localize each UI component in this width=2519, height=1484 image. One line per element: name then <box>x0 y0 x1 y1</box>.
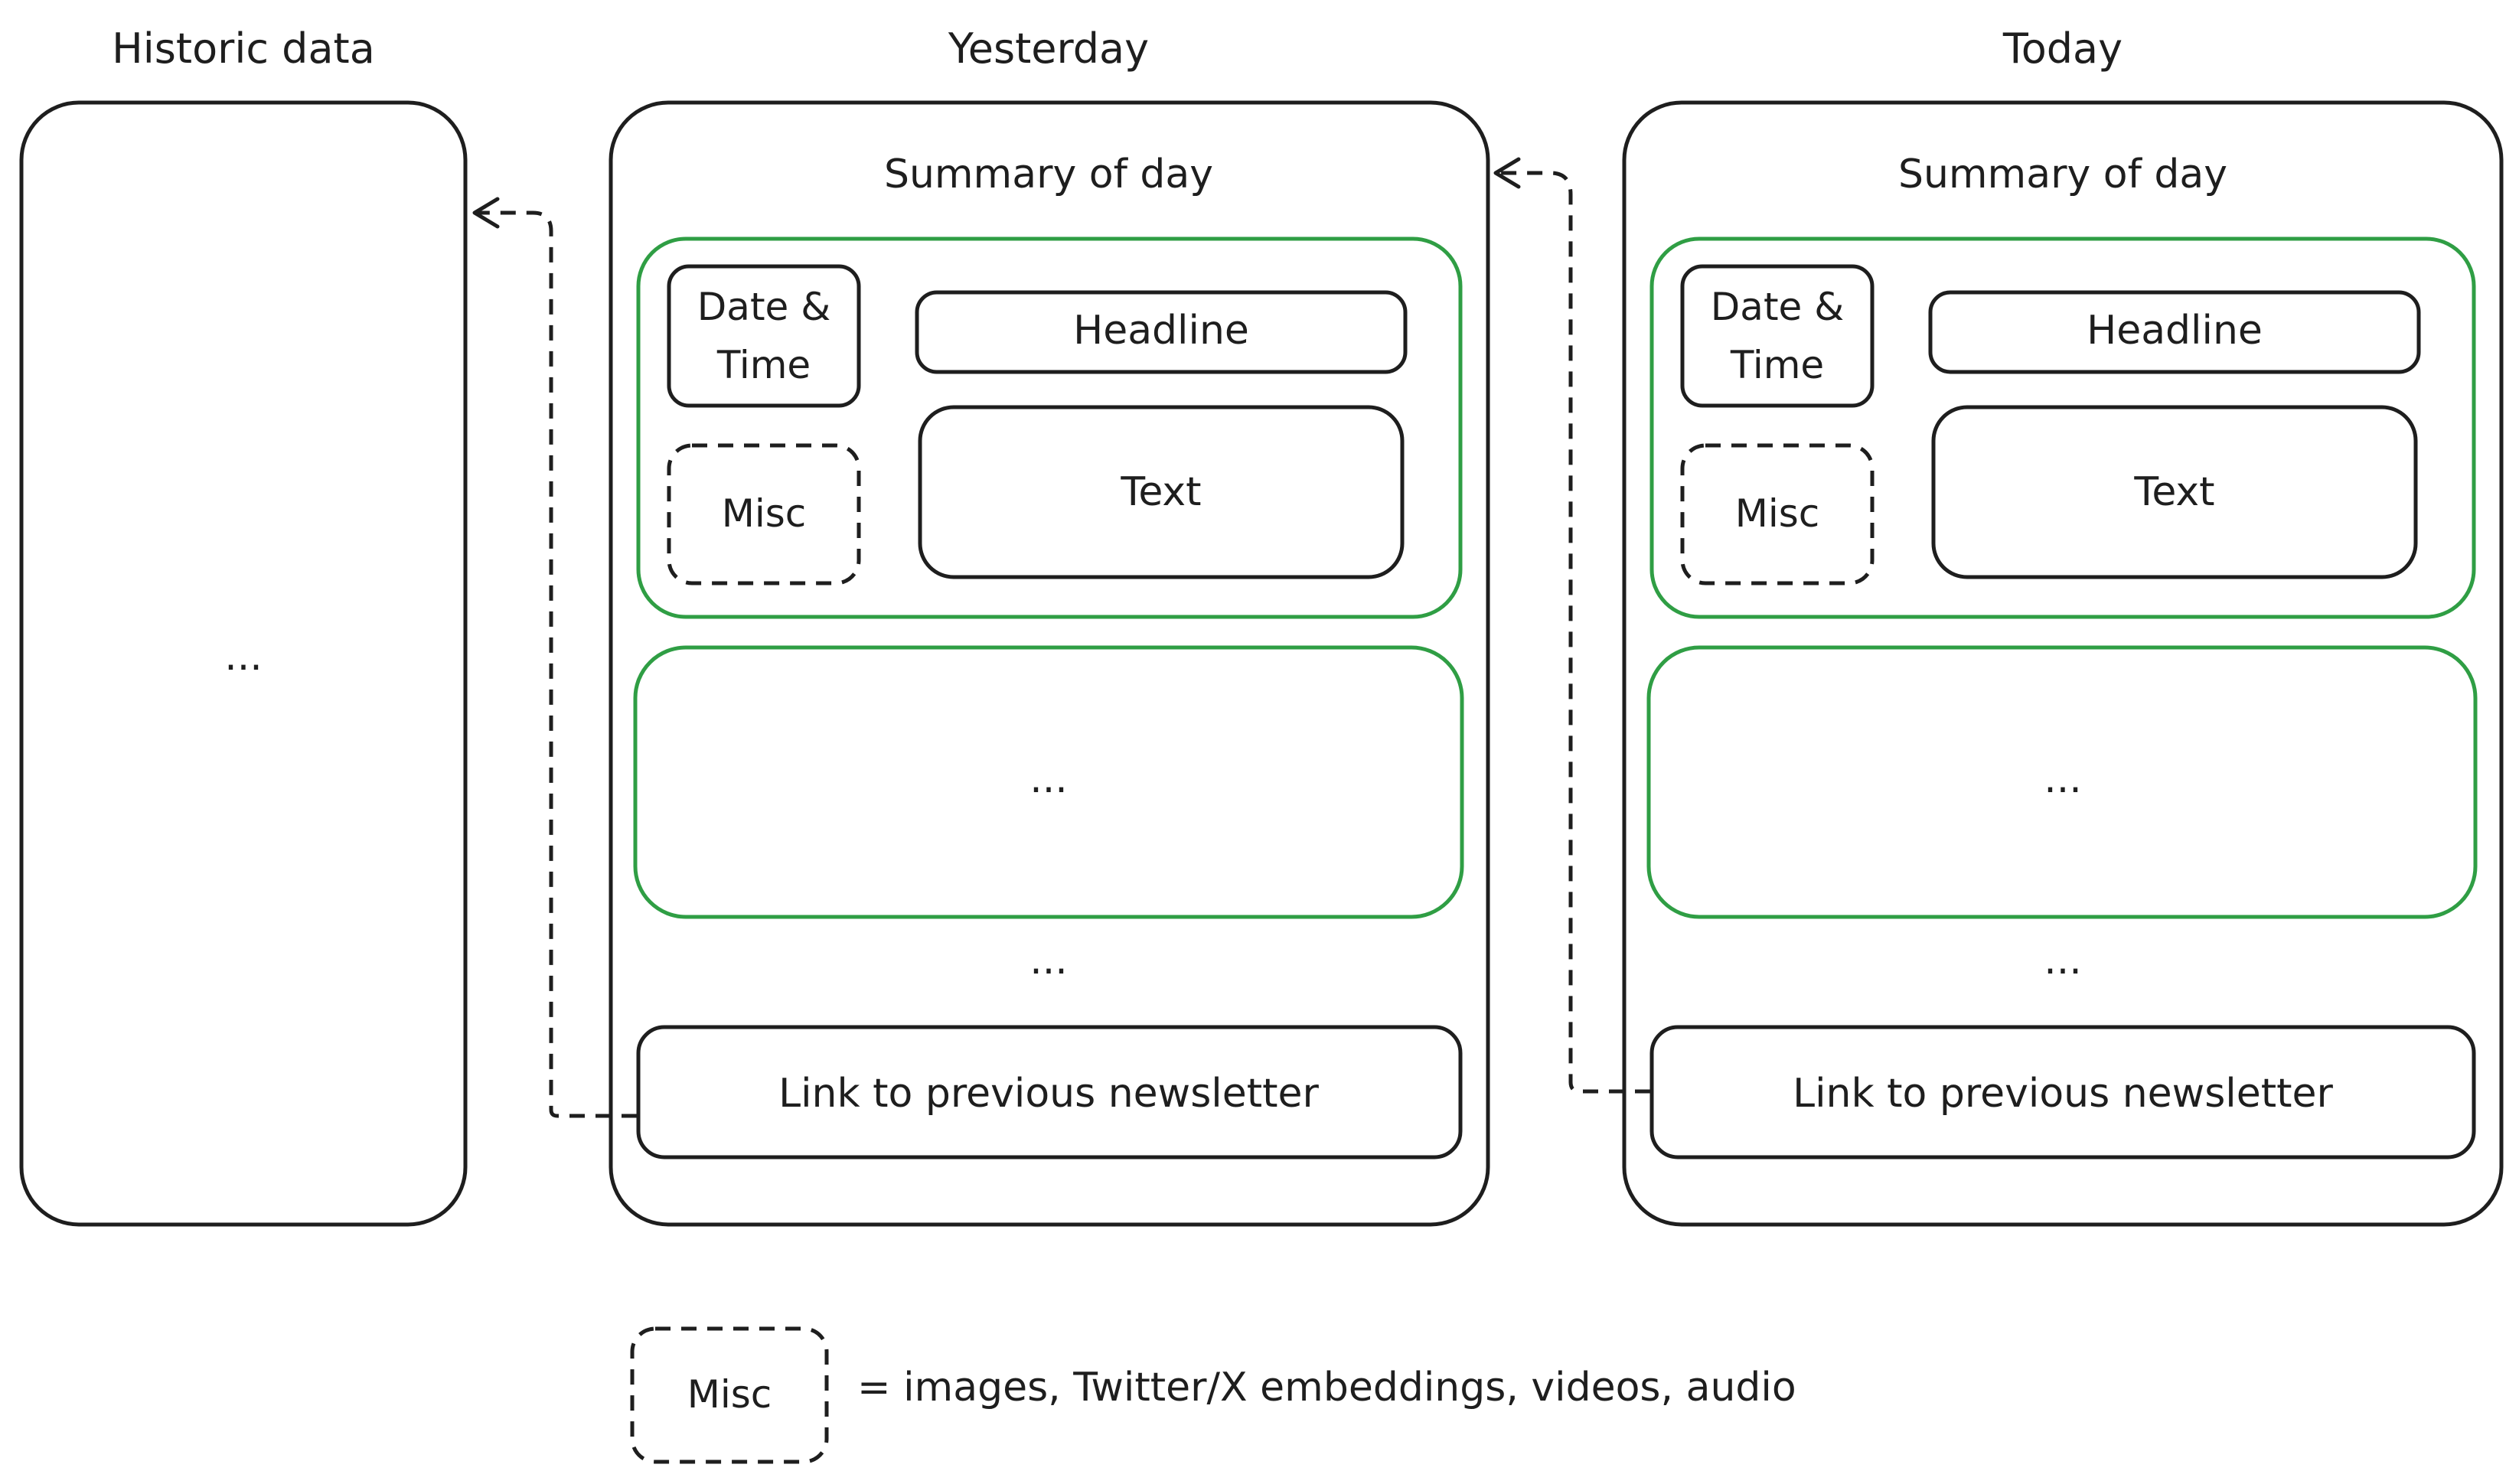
today-date-time-line1: Date & <box>1711 285 1844 329</box>
today-date-time-line2: Time <box>1730 343 1824 387</box>
legend-misc: Misc <box>687 1372 772 1417</box>
yesterday-section-group <box>636 236 1463 619</box>
today-more-items: ... <box>2044 938 2082 983</box>
yesterday-link-arrow <box>476 210 637 1118</box>
today-headline-box <box>1928 290 2421 374</box>
today-misc: Misc <box>1735 491 1820 536</box>
yesterday-misc: Misc <box>722 491 807 536</box>
today-headline: Headline <box>2087 308 2263 354</box>
yesterday-summary: Summary of day <box>884 152 1213 197</box>
historic-title: Historic data <box>112 24 375 73</box>
yesterday-date-time-line2: Time <box>716 343 811 387</box>
legend-description: = images, Twitter/X embeddings, videos, … <box>857 1365 1796 1411</box>
today-summary: Summary of day <box>1898 152 2227 197</box>
yesterday-more-sections: ... <box>1029 756 1068 802</box>
yesterday-link-arrowhead <box>472 197 500 229</box>
yesterday-link-box <box>636 1025 1463 1159</box>
legend-misc-box <box>630 1326 829 1464</box>
historic-ellipsis: ... <box>224 634 263 680</box>
today-text: Text <box>2133 469 2214 515</box>
yesterday-more-items: ... <box>1029 938 1068 983</box>
yesterday-misc-box <box>667 443 861 585</box>
today-link-box <box>1649 1025 2476 1159</box>
today-title: Today <box>2002 24 2123 73</box>
historic-frame <box>19 100 468 1227</box>
today-section-group <box>1649 236 2476 619</box>
yesterday-headline-box <box>915 290 1408 374</box>
today-date-time-box <box>1680 264 1875 408</box>
yesterday-more-sections-group <box>633 645 1464 919</box>
yesterday-title: Yesterday <box>948 24 1149 73</box>
yesterday-headline: Headline <box>1073 308 1249 354</box>
today-link-arrowhead <box>1493 157 1521 189</box>
yesterday-text: Text <box>1120 469 1201 515</box>
today-text-box <box>1931 405 2418 579</box>
today-link: Link to previous newsletter <box>1793 1071 2333 1117</box>
today-more-sections-group <box>1646 645 2478 919</box>
today-link-arrow <box>1497 171 1650 1094</box>
today-more-sections: ... <box>2044 756 2082 802</box>
yesterday-link: Link to previous newsletter <box>778 1071 1319 1117</box>
yesterday-date-time-box <box>667 264 861 408</box>
yesterday-text-box <box>918 405 1405 579</box>
yesterday-date-time-line1: Date & <box>697 285 830 329</box>
today-misc-box <box>1680 443 1875 585</box>
